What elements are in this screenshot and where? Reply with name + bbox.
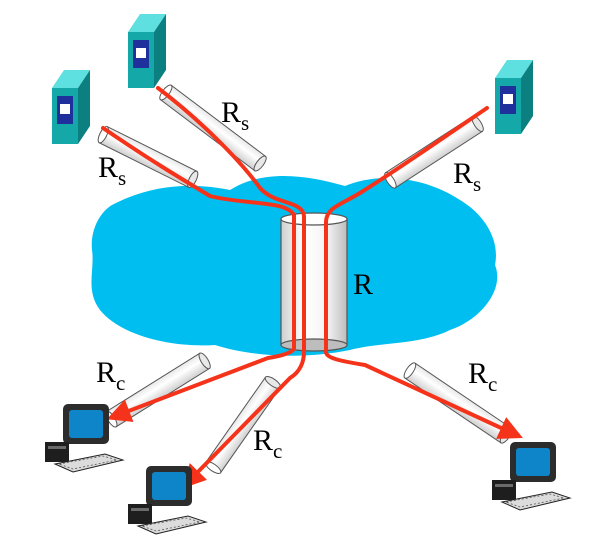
server-side xyxy=(78,70,90,144)
server-link-mid-pipe xyxy=(159,84,267,172)
server-mid-icon xyxy=(128,14,166,88)
flow-line-left-server xyxy=(101,126,296,422)
client-right-icon xyxy=(492,442,572,511)
pc-screen xyxy=(516,448,550,476)
server-side xyxy=(521,60,533,134)
label-client-link-mid: Rc xyxy=(253,424,282,463)
label-bottleneck: R xyxy=(353,268,373,301)
label-server-link-left: Rs xyxy=(98,151,126,190)
label-client-link-right: Rc xyxy=(468,357,497,396)
server-left-icon xyxy=(52,70,90,144)
server-top xyxy=(52,70,90,88)
server-top xyxy=(128,14,166,32)
label-server-link-right: Rs xyxy=(453,157,481,196)
pc-screen xyxy=(69,410,103,438)
bottleneck-pipe xyxy=(280,212,348,352)
server-right-icon xyxy=(495,60,533,134)
flow-line-mid-server xyxy=(156,86,306,489)
label-client-link-left: Rc xyxy=(96,356,125,395)
server-side xyxy=(154,14,166,88)
flow-line-right-server xyxy=(324,106,523,439)
label-server-link-mid: Rs xyxy=(221,96,249,135)
data-flows xyxy=(101,86,523,489)
server-top xyxy=(495,60,533,78)
pc-screen xyxy=(152,472,186,500)
client-mid-icon xyxy=(128,466,208,535)
client-left-icon xyxy=(45,404,125,473)
